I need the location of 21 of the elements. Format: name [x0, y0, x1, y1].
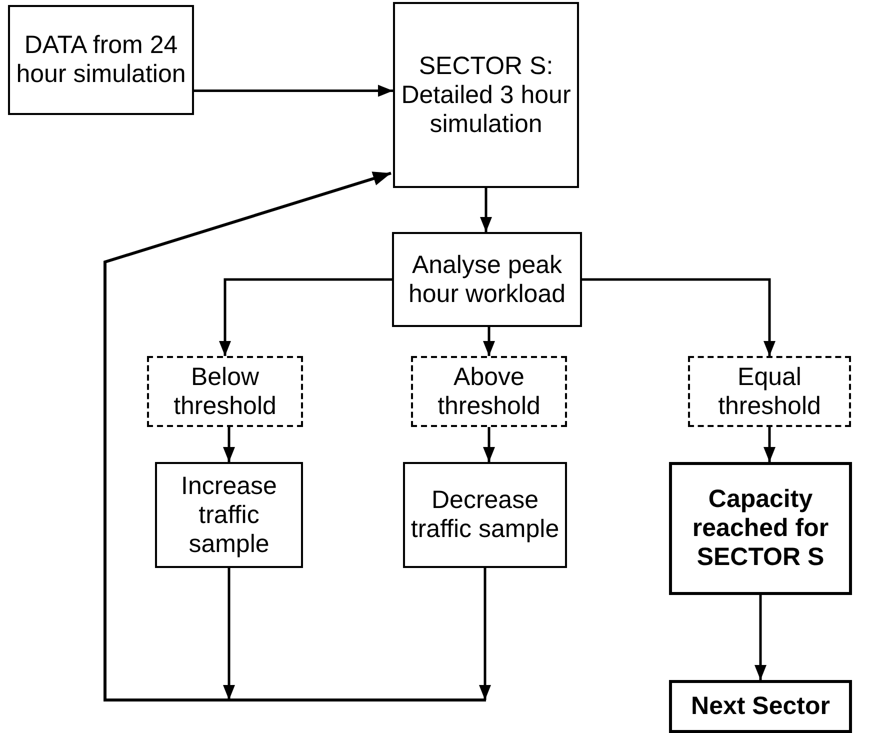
- box-label: Above threshold: [436, 362, 542, 420]
- process-box: [669, 680, 852, 733]
- condition-box: [688, 356, 851, 427]
- process-box: [669, 462, 852, 595]
- box-label: Equal threshold: [717, 362, 822, 420]
- box-label: Capacity reached for SECTOR S: [691, 485, 830, 572]
- process-box: [392, 232, 582, 327]
- process-box: [403, 462, 567, 568]
- feedback-arrow: [104, 172, 486, 702]
- condition-box: [411, 356, 567, 427]
- box-label: DATA from 24 hour simulation: [15, 31, 187, 89]
- box-label: Decrease traffic sample: [410, 486, 560, 544]
- box-label: SECTOR S: Detailed 3 hour simulation: [400, 52, 572, 138]
- box-label: Increase traffic sample: [180, 472, 278, 558]
- process-box: [393, 2, 579, 188]
- condition-box: [147, 356, 303, 427]
- process-box: [155, 462, 303, 568]
- box-label: Next Sector: [691, 692, 830, 721]
- box-label: Below threshold: [172, 362, 278, 420]
- box-label: Analyse peak hour workload: [407, 250, 567, 308]
- process-box: [8, 5, 194, 115]
